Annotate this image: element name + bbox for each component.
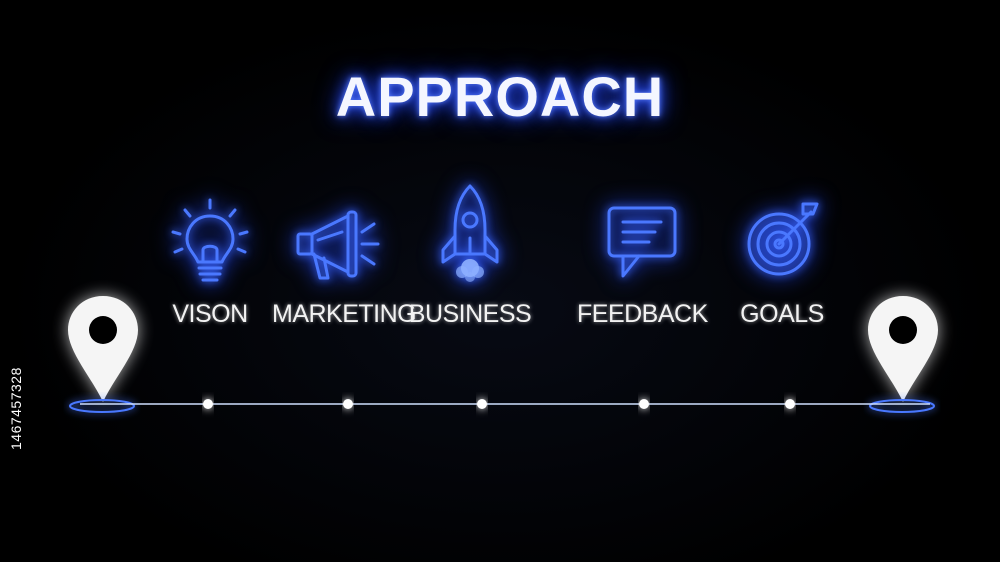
location-pin-icon [68,296,138,402]
milestone-dot [477,399,487,409]
step-label-marketing: MARKETING [272,300,417,328]
megaphone-icon [296,210,380,280]
step-label-goals: GOALS [740,300,824,328]
step-feedback: FEEDBACK [577,196,708,328]
page-title: APPROACH [335,65,665,128]
milestone-dot [203,399,213,409]
lightbulb-icon [171,198,249,282]
step-label-vision: VISON [172,300,248,328]
step-label-business: BUSINESS [408,300,532,328]
chat-bubble-icon [607,206,677,278]
step-business: BUSINESS [405,180,535,328]
timeline-track [69,399,935,413]
target-icon [747,202,819,276]
location-pin-icon [868,296,938,402]
step-vision: VISON [145,196,275,328]
milestone-dot [639,399,649,409]
milestone-dot [785,399,795,409]
step-marketing: MARKETING [272,196,417,328]
rocket-icon [441,184,499,282]
step-label-feedback: FEEDBACK [577,300,708,328]
step-goals: GOALS [717,196,847,328]
milestone-dot [343,399,353,409]
